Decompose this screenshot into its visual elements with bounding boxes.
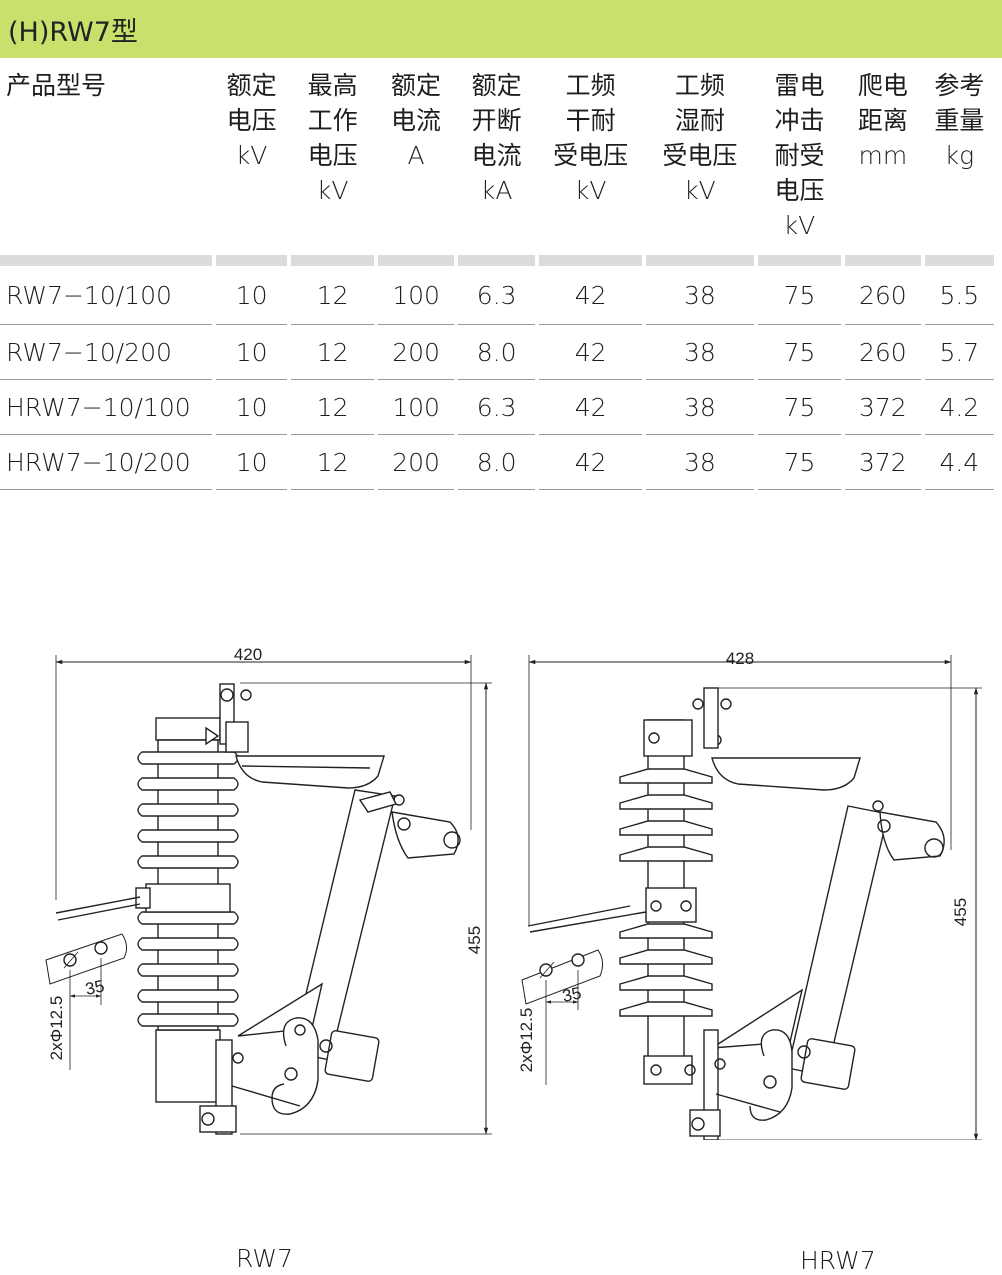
table-cell: 5.7 <box>924 325 994 380</box>
table-cell: 42 <box>539 266 642 325</box>
table-cell: 12 <box>291 325 375 380</box>
table-cell-model: RW7−10/200 <box>0 325 213 380</box>
table-cell: 42 <box>539 325 642 380</box>
header-creepage: 爬电 距离 mm <box>844 64 921 266</box>
rw7-caption: RW7 <box>236 1244 293 1273</box>
header-wet-withstand: 工频 湿耐 受电压 kV <box>645 64 754 266</box>
header-weight: 参考 重量 kg <box>924 64 994 266</box>
header-dry-withstand: 工频 干耐 受电压 kV <box>539 64 642 266</box>
header-rated-current: 额定 电流 A <box>378 64 454 266</box>
table-cell: 8.0 <box>457 325 536 380</box>
header-breaking-current: 额定 开断 电流 kA <box>457 64 536 266</box>
table-cell-model: HRW7−10/200 <box>0 435 213 490</box>
table-cell: 10 <box>216 266 288 325</box>
table-cell-model: HRW7−10/100 <box>0 380 213 435</box>
table-cell: 38 <box>645 435 754 490</box>
table-cell: 260 <box>844 325 921 380</box>
header-max-voltage: 最高 工作 电压 kV <box>291 64 375 266</box>
hrw7-hole-spacing: 35 <box>561 983 583 1006</box>
table-cell: 372 <box>844 380 921 435</box>
rw7-drawing <box>45 655 492 1135</box>
table-row: RW7−10/200 10 12 200 8.0 42 38 75 260 5.… <box>0 325 994 380</box>
table-cell: 260 <box>844 266 921 325</box>
table-row: RW7−10/100 10 12 100 6.3 42 38 75 260 5.… <box>0 266 994 325</box>
table-cell: 38 <box>645 380 754 435</box>
table-cell: 38 <box>645 325 754 380</box>
hrw7-hole-spec: 2xΦ12.5 <box>517 1008 536 1073</box>
table-cell: 75 <box>757 380 841 435</box>
table-cell: 38 <box>645 266 754 325</box>
table-cell-model: RW7−10/100 <box>0 266 213 325</box>
table-cell: 100 <box>378 380 454 435</box>
header-lightning-impulse: 雷电 冲击 耐受 电压 kV <box>757 64 841 266</box>
spec-table: 产品型号 额定 电压 kV 最高 工作 电压 kV 额定 电流 A 额定 开断 <box>0 64 998 490</box>
rw7-height-dim: 455 <box>465 926 484 954</box>
table-row: HRW7−10/100 10 12 100 6.3 42 38 75 372 4… <box>0 380 994 435</box>
table-cell: 12 <box>291 380 375 435</box>
table-cell: 6.3 <box>457 380 536 435</box>
table-cell: 6.3 <box>457 266 536 325</box>
table-cell: 5.5 <box>924 266 994 325</box>
header-rated-voltage: 额定 电压 kV <box>216 64 288 266</box>
header-model: 产品型号 <box>0 64 213 266</box>
table-cell: 200 <box>378 325 454 380</box>
table-cell: 42 <box>539 435 642 490</box>
table-header-row: 产品型号 额定 电压 kV 最高 工作 电压 kV 额定 电流 A 额定 开断 <box>0 64 994 266</box>
table-cell: 10 <box>216 380 288 435</box>
table-cell: 200 <box>378 435 454 490</box>
table-cell: 100 <box>378 266 454 325</box>
hrw7-caption: HRW7 <box>800 1246 876 1275</box>
table-cell: 4.2 <box>924 380 994 435</box>
hrw7-drawing <box>521 655 982 1140</box>
table-cell: 372 <box>844 435 921 490</box>
table-cell: 12 <box>291 435 375 490</box>
hrw7-polymer-sheds <box>619 768 713 1017</box>
table-cell: 75 <box>757 325 841 380</box>
table-cell: 4.4 <box>924 435 994 490</box>
hrw7-height-dim: 455 <box>951 898 970 926</box>
table-row: HRW7−10/200 10 12 200 8.0 42 38 75 372 4… <box>0 435 994 490</box>
table-cell: 75 <box>757 435 841 490</box>
technical-drawings: 420 455 35 2xΦ12.5 <box>45 645 982 1140</box>
table-cell: 10 <box>216 435 288 490</box>
table-cell: 42 <box>539 380 642 435</box>
rw7-width-dim: 420 <box>234 645 262 664</box>
table-cell: 10 <box>216 325 288 380</box>
table-cell: 12 <box>291 266 375 325</box>
rw7-hole-spec: 2xΦ12.5 <box>47 996 66 1061</box>
table-cell: 75 <box>757 266 841 325</box>
hrw7-width-dim: 428 <box>726 649 754 668</box>
table-cell: 8.0 <box>457 435 536 490</box>
page-title: (H)RW7型 <box>0 0 1002 58</box>
rw7-hole-spacing: 35 <box>84 976 106 999</box>
